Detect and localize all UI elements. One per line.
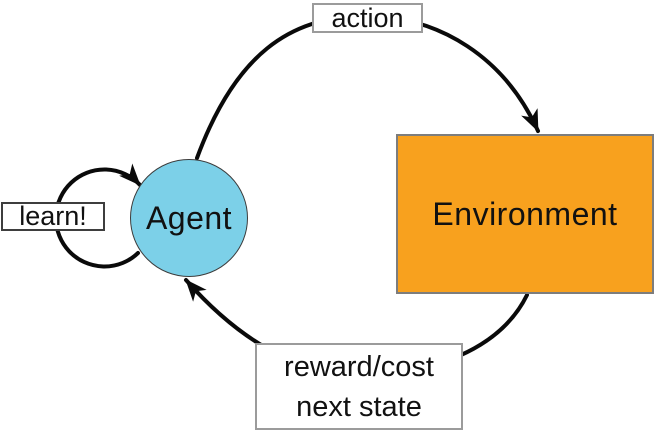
learn-edge-label-text: learn! bbox=[19, 201, 87, 232]
reward-edge-label-line2: next state bbox=[296, 390, 422, 423]
agent-node: Agent bbox=[130, 159, 248, 277]
agent-node-label: Agent bbox=[145, 199, 233, 236]
learn-edge-label: learn! bbox=[1, 202, 105, 231]
action-edge-label: action bbox=[312, 3, 423, 33]
environment-node: Environment bbox=[396, 134, 654, 294]
environment-node-label: Environment bbox=[432, 195, 618, 232]
reward-edge-label: reward/cost next state bbox=[255, 343, 463, 430]
action-edge-label-text: action bbox=[331, 2, 404, 33]
reward-edge-label-line1: reward/cost bbox=[284, 350, 434, 383]
